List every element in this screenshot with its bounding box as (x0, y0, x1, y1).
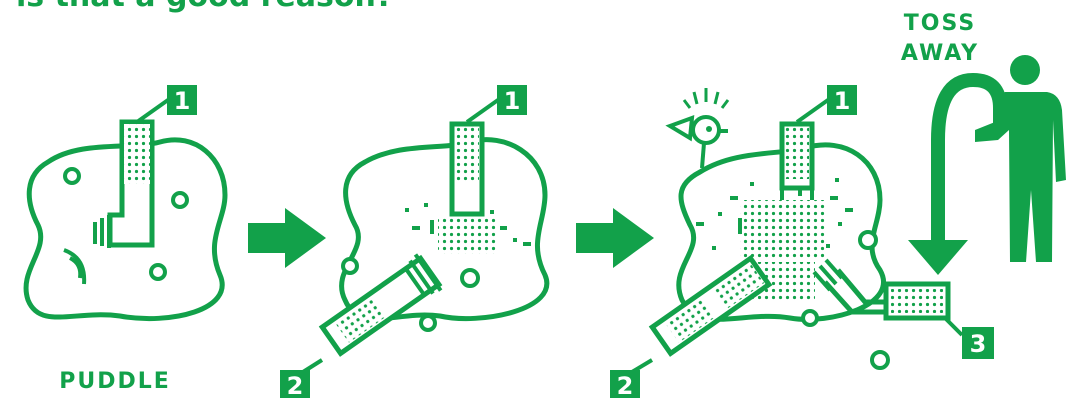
bubble (63, 167, 81, 185)
pipe-filter (124, 124, 150, 184)
leader-line (465, 98, 500, 124)
outlet-pipe (823, 280, 890, 315)
bubble (858, 230, 878, 250)
marker-3-label: 3 (970, 330, 987, 358)
panel-3-puddle: 1 2 3 (610, 85, 994, 400)
marker-3-box (962, 327, 994, 359)
heading-text: is that a good reason? (16, 0, 393, 14)
leader-line (795, 98, 830, 124)
marker-1-label: 1 (834, 87, 851, 115)
bird-icon (665, 115, 728, 169)
toss-away-arrow-icon (908, 72, 1007, 275)
arrow-right-icon (248, 208, 326, 268)
bubble (171, 191, 189, 209)
cartridge-filter (891, 289, 943, 313)
panel-2-puddle: 1 2 (280, 85, 550, 400)
marker-1-box (167, 85, 197, 115)
outlet-vents (812, 258, 844, 292)
pipe-filter (785, 127, 809, 179)
pipe-diagonal (648, 254, 773, 357)
ripple-marks (63, 215, 111, 285)
marker-2-box (280, 370, 310, 398)
bubble (419, 314, 437, 332)
marker-1-box (497, 85, 527, 115)
away-label: AWAY (901, 41, 979, 66)
particle-cloud (438, 218, 498, 254)
marker-2-box (610, 370, 640, 398)
particle-cloud (740, 200, 825, 260)
leader-line (135, 98, 170, 124)
marker-1-box (827, 85, 857, 115)
outlet-pipe (836, 268, 890, 305)
toss-label: TOSS (904, 11, 976, 36)
bubble (341, 257, 359, 275)
puddle-outline-1 (23, 137, 228, 321)
particles (405, 203, 531, 246)
marker-1-label: 1 (504, 87, 521, 115)
pipe-diagonal (318, 253, 443, 357)
pipe-filter (455, 127, 479, 181)
puddle-label: PUDDLE (59, 369, 171, 394)
bubble (149, 263, 167, 281)
arrow-right-icon (576, 208, 654, 268)
person-icon (975, 55, 1066, 262)
leader-line (943, 316, 964, 337)
panel-1-puddle: 1 PUDDLE (23, 85, 228, 394)
bubble (460, 268, 480, 288)
particles (696, 178, 853, 250)
bubble (801, 309, 819, 327)
puddle-outline-3 (676, 142, 886, 322)
marker-2-label: 2 (617, 372, 634, 398)
marker-2-label: 2 (287, 372, 304, 398)
bubble (870, 350, 890, 370)
marker-1-label: 1 (174, 87, 191, 115)
sun-rays (682, 88, 730, 109)
